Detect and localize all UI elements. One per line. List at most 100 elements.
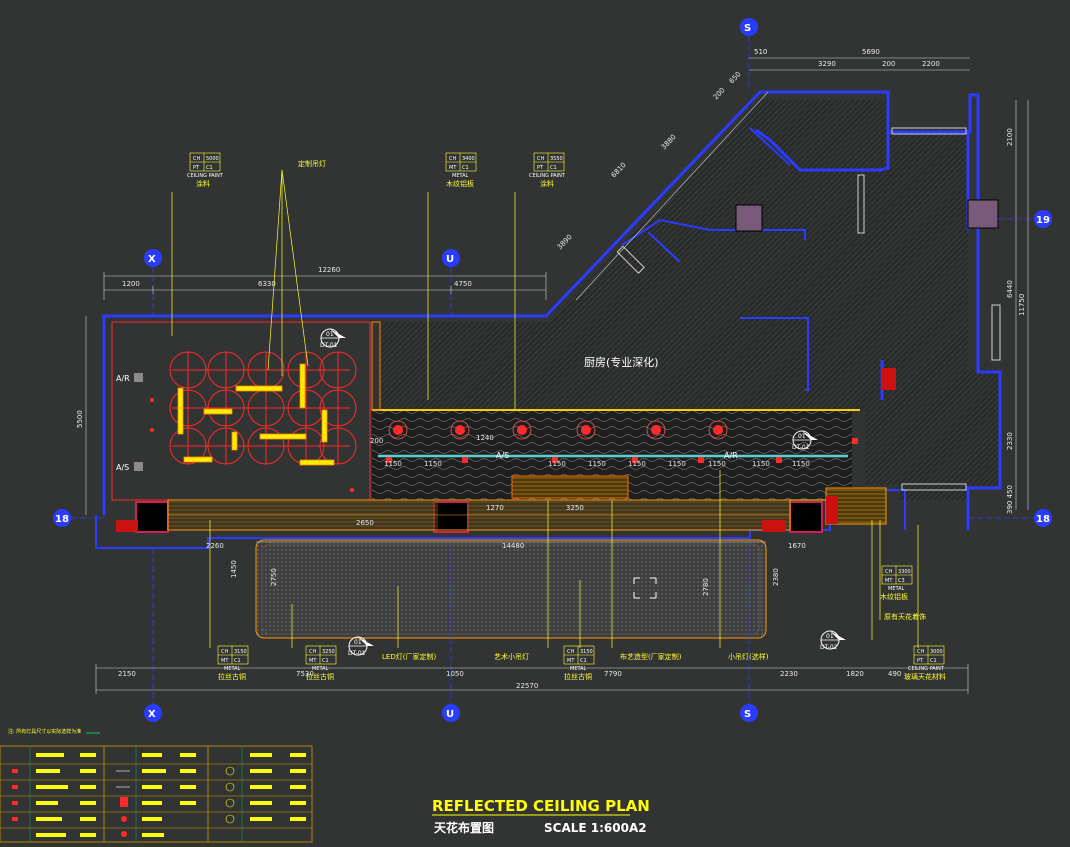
bar-downlights: [386, 438, 858, 463]
column-ne-2: [967, 199, 999, 229]
svg-text:DT-01: DT-01: [320, 342, 338, 349]
grid-bubble-u-bottom: U: [442, 548, 460, 722]
svg-text:CH: CH: [885, 569, 892, 575]
svg-text:1150: 1150: [752, 460, 770, 468]
detail-marker-dt02: 01 DT-02: [820, 630, 846, 651]
svg-text:X: X: [148, 709, 156, 720]
svg-text:1150: 1150: [424, 460, 442, 468]
svg-text:CEILING PAINT: CEILING PAINT: [187, 173, 224, 179]
kitchen-door: [371, 321, 381, 411]
svg-text:METAL: METAL: [312, 666, 329, 672]
window-diag: [616, 245, 645, 274]
svg-text:CEILING PAINT: CEILING PAINT: [529, 173, 566, 179]
svg-text:CH: CH: [537, 156, 544, 162]
svg-text:19: 19: [1036, 215, 1050, 226]
title-block: REFLECTED CEILING PLAN 天花布置图 SCALE 1:600…: [432, 797, 650, 835]
svg-text:CH: CH: [309, 649, 316, 655]
svg-text:1670: 1670: [788, 542, 806, 550]
svg-text:X: X: [148, 254, 156, 265]
svg-text:3150: 3150: [580, 649, 593, 655]
detail-marker-dt01-south: 01 DT-01: [348, 636, 374, 657]
bar-dim-labels: 1150 1150 1150 1150 1150 1150 1150 1150 …: [370, 434, 810, 468]
svg-text:3250: 3250: [566, 504, 584, 512]
partition-d: [749, 127, 791, 166]
detail-marker-dt01-bar: 01 DT-01: [792, 430, 818, 451]
svg-text:6810: 6810: [610, 161, 628, 179]
grid-bubble-x-top: X: [144, 249, 162, 316]
svg-text:200: 200: [882, 60, 895, 68]
pendant-lights-row: [393, 425, 723, 435]
red-block-left: [116, 520, 138, 532]
grid-bubble-s-top: S: [740, 18, 758, 92]
svg-text:5000: 5000: [206, 156, 219, 162]
column-s-1: [135, 501, 169, 533]
grid-bubble-18-left: 18: [53, 509, 104, 527]
svg-text:拉丝古铜: 拉丝古铜: [306, 672, 334, 681]
svg-text:涂料: 涂料: [540, 179, 554, 188]
svg-text:200: 200: [370, 437, 383, 445]
svg-text:S: S: [744, 23, 751, 34]
svg-text:METAL: METAL: [888, 586, 905, 592]
svg-text:2330: 2330: [1006, 432, 1014, 450]
svg-text:CH: CH: [221, 649, 228, 655]
grid-bubble-s-bottom: S: [740, 548, 758, 722]
svg-text:2380: 2380: [772, 568, 780, 586]
svg-text:3880: 3880: [660, 133, 678, 151]
svg-text:5690: 5690: [862, 48, 880, 56]
svg-text:3290: 3290: [818, 60, 836, 68]
svg-text:MT: MT: [309, 658, 317, 664]
window-east: [991, 304, 1001, 361]
svg-text:2750: 2750: [270, 568, 278, 586]
window-north: [891, 127, 967, 135]
svg-text:18: 18: [1036, 514, 1050, 525]
kitchen-hatch: [380, 100, 1000, 500]
svg-text:S: S: [744, 709, 751, 720]
partition-a: [621, 218, 806, 246]
svg-text:1150: 1150: [628, 460, 646, 468]
svg-text:14480: 14480: [502, 542, 524, 550]
svg-text:1240: 1240: [476, 434, 494, 442]
svg-text:C1: C1: [550, 165, 557, 171]
grid-bubble-18-right: 18: [968, 509, 1052, 527]
svg-text:C3: C3: [898, 578, 905, 584]
fire-exit-mark: [882, 368, 896, 390]
note-art-lamp: 艺术小吊灯: [494, 652, 529, 661]
svg-text:3300: 3300: [898, 569, 911, 575]
svg-text:拉丝古铜: 拉丝古铜: [218, 672, 246, 681]
svg-text:U: U: [446, 709, 454, 720]
svg-text:5500: 5500: [76, 410, 84, 428]
focus-marker: [633, 577, 657, 599]
title-main: REFLECTED CEILING PLAN: [432, 797, 650, 815]
svg-text:C1: C1: [322, 658, 329, 664]
svg-text:2100: 2100: [1006, 128, 1014, 146]
legend-hint-mark: 注: 所有灯具尺寸以实际选样为准: [8, 728, 100, 735]
svg-text:METAL: METAL: [452, 173, 469, 179]
grid-bubble-19: 19: [998, 210, 1052, 228]
svg-text:MT: MT: [221, 658, 229, 664]
svg-text:6440: 6440: [1006, 280, 1014, 298]
svg-text:3250: 3250: [322, 649, 335, 655]
svg-text:6330: 6330: [258, 280, 276, 288]
svg-text:2150: 2150: [118, 670, 136, 678]
svg-text:4750: 4750: [454, 280, 472, 288]
title-cn: 天花布置图: [434, 820, 494, 835]
svg-text:200: 200: [712, 86, 727, 101]
window-se: [901, 483, 967, 491]
partition-c: [647, 231, 681, 263]
svg-text:C1: C1: [462, 165, 469, 171]
svg-text:CH: CH: [567, 649, 574, 655]
svg-text:2780: 2780: [702, 578, 710, 596]
svg-text:木纹铝板: 木纹铝板: [446, 179, 474, 188]
pendant-lights-row-rings: [388, 420, 728, 440]
svg-text:1820: 1820: [846, 670, 864, 678]
svg-text:1150: 1150: [548, 460, 566, 468]
kitchen-label: 厨房(专业深化): [584, 355, 659, 369]
svg-text:11750: 11750: [1018, 294, 1026, 316]
ar-label-bar: A/R: [724, 451, 738, 460]
as-label-bar: A/S: [496, 451, 509, 460]
